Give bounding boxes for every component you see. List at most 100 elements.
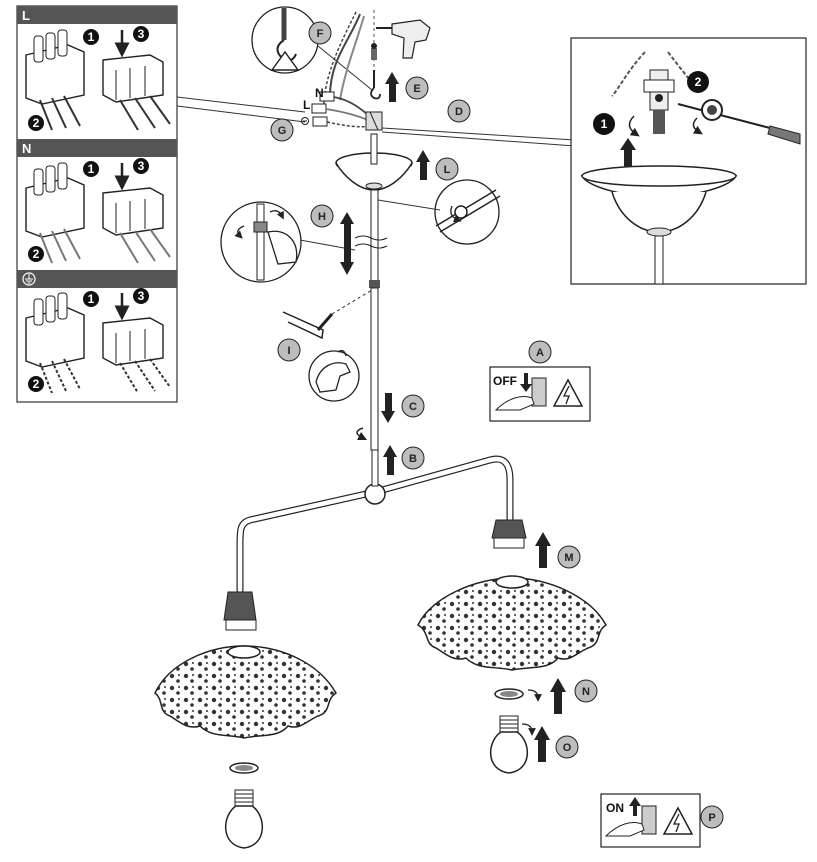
svg-text:C: C (409, 401, 417, 413)
rod-height-detail (220, 201, 302, 283)
ceiling-bracket (365, 111, 383, 131)
step-2-badge: 2 (28, 115, 44, 131)
svg-text:3: 3 (138, 289, 145, 303)
step-3-badge: 3 (133, 26, 149, 42)
leader-line (381, 127, 576, 141)
shade-ring-right (494, 688, 542, 702)
svg-text:H: H (318, 211, 326, 223)
main-canopy (335, 152, 413, 191)
rotate-arrow (628, 115, 640, 137)
breaker-icon (641, 805, 657, 835)
rod-segment (370, 189, 379, 283)
svg-text:D: D (455, 106, 463, 118)
svg-text:2: 2 (33, 116, 40, 130)
callout-N: N (574, 679, 598, 703)
allen-key-icon (282, 289, 373, 340)
step-2-badge: 2 (687, 71, 709, 93)
section-live-label: L (22, 8, 30, 23)
svg-text:A: A (536, 347, 544, 359)
up-arrow-icon (534, 726, 550, 762)
hand-icon (494, 396, 535, 411)
rod-segment (370, 133, 378, 165)
callout-P: P (700, 805, 724, 829)
svg-text:B: B (409, 453, 417, 465)
electric-hazard-icon (662, 806, 694, 835)
step-1-badge: 1 (83, 29, 99, 45)
leader-line (176, 96, 306, 113)
rotate-arrow (692, 117, 703, 135)
open-connector-block (25, 29, 85, 131)
up-arrow-icon (550, 678, 566, 714)
callout-C: C (401, 394, 425, 418)
svg-text:L: L (444, 164, 451, 176)
svg-text:3: 3 (138, 159, 145, 173)
step-2-badge: 2 (28, 376, 44, 392)
svg-text:E: E (413, 83, 420, 95)
up-arrow-icon (416, 150, 430, 180)
connector-panel: L 1 3 2 (16, 5, 178, 403)
callout-L: L (435, 157, 459, 181)
callout-D: D (447, 99, 471, 123)
lace-shade-right (417, 575, 607, 671)
svg-text:1: 1 (88, 292, 95, 306)
svg-text:2: 2 (695, 75, 702, 89)
callout-F: F (308, 21, 332, 45)
electric-hazard-icon (552, 378, 584, 407)
callout-G: G (270, 118, 294, 142)
svg-text:M: M (564, 552, 573, 564)
hand-strength-detail (308, 349, 360, 402)
rod-top (653, 110, 665, 134)
switch-on-label: ON (606, 801, 624, 815)
closed-connector-block (102, 187, 171, 264)
screwdriver-icon (677, 99, 801, 145)
rod (654, 235, 664, 285)
callout-I: I (277, 338, 301, 362)
canopy-detail-box: 1 2 (570, 37, 807, 285)
ceiling-hook-icon (370, 70, 381, 100)
rotate-arrow (356, 427, 368, 441)
svg-text:G: G (278, 125, 287, 137)
callout-B: B (401, 446, 425, 470)
wire-label-n: N (315, 86, 324, 100)
down-arrow-icon (381, 393, 395, 423)
open-connector-block (25, 292, 85, 394)
set-screw-detail (434, 179, 501, 245)
svg-text:I: I (287, 345, 290, 357)
svg-text:N: N (582, 686, 590, 698)
earth-ground-icon (301, 117, 309, 125)
callout-H: H (310, 204, 334, 228)
light-bulb-icon (489, 715, 536, 774)
earth-wire (323, 11, 357, 113)
mains-wire (329, 13, 361, 97)
open-connector-block (25, 162, 85, 264)
svg-text:2: 2 (33, 377, 40, 391)
up-arrow-icon (383, 445, 397, 475)
hook-detail (251, 6, 319, 74)
light-bulb-icon (224, 789, 264, 849)
section-neutral-label: N (22, 141, 31, 156)
chandelier-arms (236, 449, 514, 594)
ceiling-assembly (323, 10, 431, 113)
svg-text:3: 3 (138, 27, 145, 41)
rod-break (354, 243, 388, 249)
up-down-arrow-icon (340, 212, 354, 275)
step-2-badge: 2 (28, 246, 44, 262)
callout-O: O (555, 735, 579, 759)
earth-ground-icon (22, 272, 36, 286)
lace-shade-left (154, 645, 338, 739)
section-neutral: N 1 3 2 (17, 139, 177, 264)
step-1-badge: 1 (593, 113, 615, 135)
svg-text:F: F (317, 28, 324, 40)
closed-connector-block (102, 54, 171, 131)
closed-connector-block (102, 317, 171, 394)
section-earth: 1 3 2 (17, 270, 177, 394)
step-3-badge: 3 (133, 158, 149, 174)
rod-coupling (369, 280, 380, 288)
svg-text:2: 2 (33, 247, 40, 261)
step-3-badge: 3 (133, 288, 149, 304)
step-1-badge: 1 (83, 161, 99, 177)
section-live: L 1 3 2 (17, 6, 177, 131)
up-arrow-icon (535, 532, 551, 568)
leader-line (377, 199, 441, 211)
